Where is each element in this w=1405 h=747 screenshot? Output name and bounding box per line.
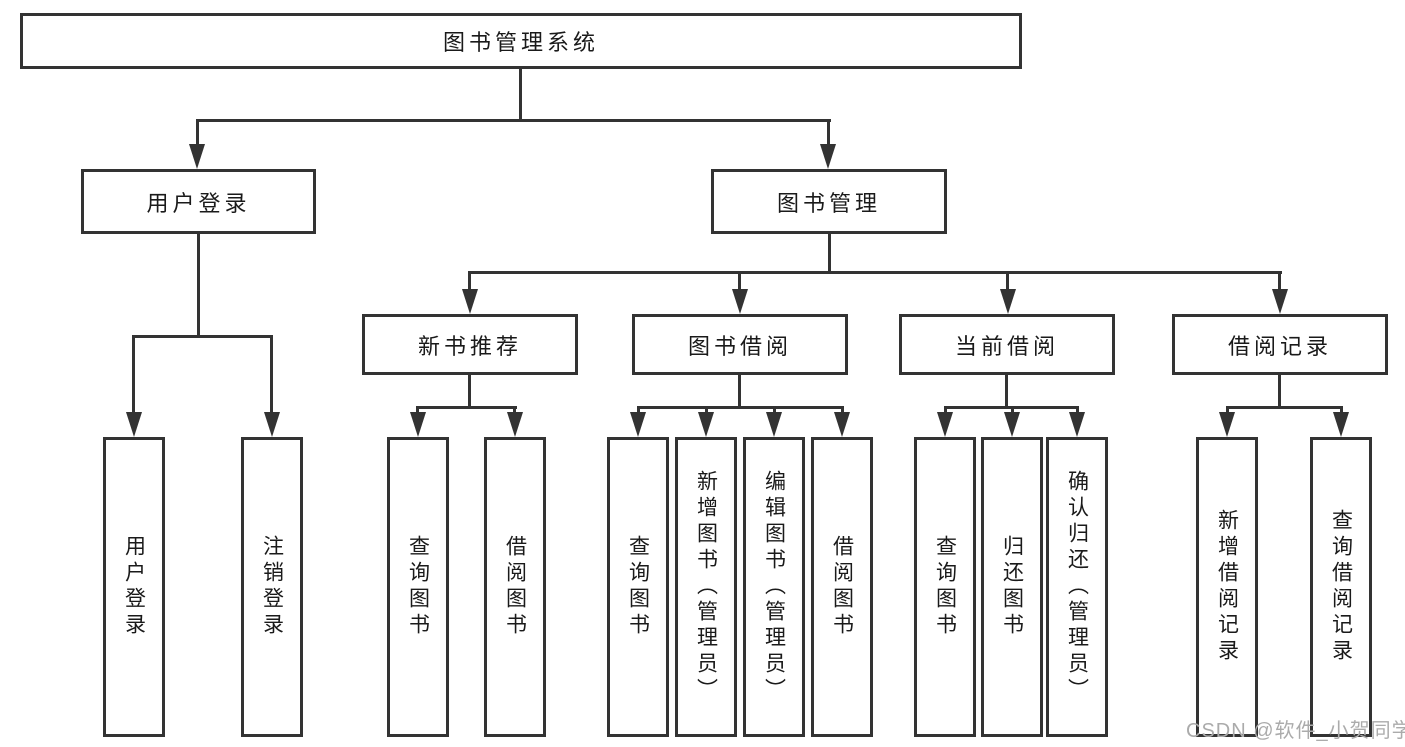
connector-line: [270, 335, 273, 412]
arrow-down-icon: [1272, 289, 1288, 314]
connector-line: [828, 234, 831, 273]
connector-line: [416, 406, 419, 414]
leaf-query-books-current: 查询图书: [914, 437, 976, 737]
connector-line: [513, 406, 516, 414]
leaf-borrow-books-recommendation: 借阅图书: [484, 437, 546, 737]
leaf-logout: 注销登录: [241, 437, 303, 737]
leaf-return-books: 归还图书: [981, 437, 1043, 737]
leaf-add-books-admin: 新增图书（管理员）: [675, 437, 737, 737]
node-book-borrowing: 图书借阅: [632, 314, 848, 375]
arrow-down-icon: [766, 412, 782, 437]
arrow-down-icon: [462, 289, 478, 314]
connector-line: [468, 271, 471, 291]
connector-line: [468, 375, 471, 409]
leaf-borrow-books: 借阅图书: [811, 437, 873, 737]
connector-line: [1278, 271, 1281, 291]
connector-line: [841, 406, 844, 414]
connector-line: [637, 406, 640, 414]
connector-line: [705, 406, 708, 414]
arrow-down-icon: [1069, 412, 1085, 437]
node-new-book-recommendation: 新书推荐: [362, 314, 578, 375]
connector-line: [738, 271, 741, 291]
arrow-down-icon: [1000, 289, 1016, 314]
connector-line: [1011, 406, 1014, 414]
arrow-down-icon: [507, 412, 523, 437]
node-user-login-branch: 用户登录: [81, 169, 316, 234]
connector-line: [197, 234, 200, 337]
connector-line: [1226, 406, 1229, 414]
connector-line: [1006, 271, 1009, 291]
connector-line: [827, 119, 830, 147]
csdn-watermark: CSDN @软件_小贺同学: [1186, 720, 1405, 742]
arrow-down-icon: [937, 412, 953, 437]
connector-line: [1076, 406, 1079, 414]
connector-line: [196, 119, 199, 147]
connector-line: [1340, 406, 1343, 414]
node-book-management-branch: 图书管理: [711, 169, 947, 234]
connector-line: [132, 335, 273, 338]
arrow-down-icon: [732, 289, 748, 314]
arrow-down-icon: [820, 144, 836, 169]
arrow-down-icon: [126, 412, 142, 437]
leaf-add-borrow-record: 新增借阅记录: [1196, 437, 1258, 737]
arrow-down-icon: [1004, 412, 1020, 437]
leaf-user-login: 用户登录: [103, 437, 165, 737]
connector-line: [417, 406, 517, 409]
connector-line: [469, 271, 1282, 274]
connector-line: [637, 406, 844, 409]
leaf-confirm-return-admin: 确认归还（管理员）: [1046, 437, 1108, 737]
connector-line: [132, 335, 135, 412]
arrow-down-icon: [698, 412, 714, 437]
arrow-down-icon: [630, 412, 646, 437]
leaf-query-books-recommendation: 查询图书: [387, 437, 449, 737]
arrow-down-icon: [1219, 412, 1235, 437]
arrow-down-icon: [834, 412, 850, 437]
leaf-query-borrow-record: 查询借阅记录: [1310, 437, 1372, 737]
connector-line: [773, 406, 776, 414]
leaf-edit-books-admin: 编辑图书（管理员）: [743, 437, 805, 737]
node-borrowing-records: 借阅记录: [1172, 314, 1388, 375]
connector-line: [738, 375, 741, 409]
connector-line: [1226, 406, 1343, 409]
connector-line: [519, 69, 522, 121]
node-current-borrowing: 当前借阅: [899, 314, 1115, 375]
node-book-management-system: 图书管理系统: [20, 13, 1022, 69]
connector-line: [197, 119, 831, 122]
arrow-down-icon: [1333, 412, 1349, 437]
arrow-down-icon: [189, 144, 205, 169]
connector-line: [1005, 375, 1008, 409]
arrow-down-icon: [410, 412, 426, 437]
connector-line: [944, 406, 947, 414]
arrow-down-icon: [264, 412, 280, 437]
connector-line: [1278, 375, 1281, 409]
leaf-query-books-borrowing: 查询图书: [607, 437, 669, 737]
